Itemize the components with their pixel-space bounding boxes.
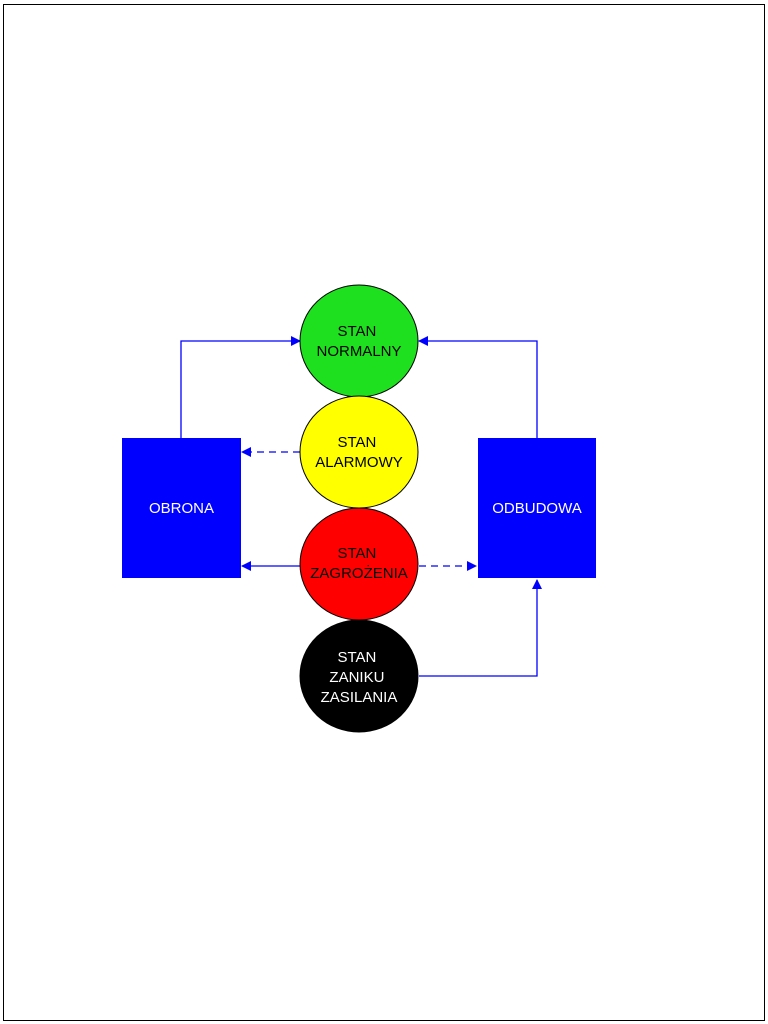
state-power-loss-shape — [299, 619, 419, 733]
connector-power-loss-to-rebuild — [419, 579, 542, 677]
state-power-loss-line-2: ZANIKU — [329, 669, 384, 686]
state-threat-shape — [299, 507, 419, 621]
box-rebuild-label: ODBUDOWA — [492, 500, 581, 517]
box-defense-shape — [122, 438, 241, 578]
box-defense: OBRONA — [122, 438, 241, 578]
state-power-loss-line-3: ZASILANIA — [321, 689, 398, 706]
state-threat-label: STAN ZAGROŻENIA — [310, 545, 408, 582]
box-defense-label: OBRONA — [149, 500, 214, 517]
state-threat: STAN ZAGROŻENIA — [299, 507, 419, 621]
state-normal-label: STAN NORMALNY — [316, 323, 401, 360]
state-alarm-shape — [299, 395, 419, 509]
state-alarm: STAN ALARMOWY — [299, 395, 419, 509]
state-normal-line-2: NORMALNY — [316, 343, 401, 360]
box-rebuild-shape — [478, 438, 596, 578]
connector-defense-to-normal — [180, 336, 301, 438]
state-normal: STAN NORMALNY — [299, 284, 419, 398]
state-threat-line-1: STAN — [337, 545, 376, 562]
state-normal-line-1: STAN — [337, 323, 376, 340]
connectors — [180, 336, 542, 677]
connector-rebuild-to-normal — [418, 336, 538, 438]
state-alarm-line-1: STAN — [337, 434, 376, 451]
state-power-loss: STAN ZANIKU ZASILANIA — [299, 619, 419, 733]
state-alarm-label: STAN ALARMOWY — [315, 434, 403, 471]
state-alarm-line-2: ALARMOWY — [315, 454, 403, 471]
state-threat-line-2: ZAGROŻENIA — [310, 564, 408, 582]
page-frame — [3, 4, 765, 1021]
state-power-loss-line-1: STAN — [337, 649, 376, 666]
box-rebuild: ODBUDOWA — [478, 438, 596, 578]
state-normal-shape — [299, 284, 419, 398]
state-power-loss-label: STAN ZANIKU ZASILANIA — [321, 649, 398, 706]
